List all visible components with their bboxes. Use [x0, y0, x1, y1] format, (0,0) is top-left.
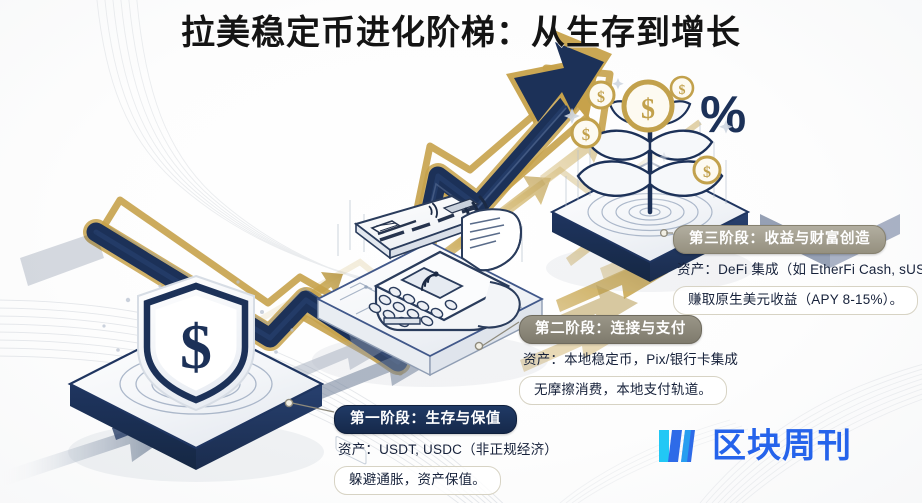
svg-text:$: $	[180, 311, 212, 382]
page-title: 拉美稳定币进化阶梯：从生存到增长	[181, 14, 741, 52]
stage-2-pill[interactable]: 第二阶段：连接与支付	[519, 315, 702, 344]
dollar-coin-icon-small-2: $	[669, 75, 695, 101]
svg-text:$: $	[703, 164, 711, 181]
three-bars-logo-icon	[659, 430, 695, 462]
stage-2-label-block: 第二阶段：连接与支付 资产：本地稳定币，Pix/银行卡集成 无摩擦消费，本地支付…	[519, 315, 738, 405]
shield-dollar-icon: $	[137, 274, 255, 412]
stage-1-label-block: 第一阶段：生存与保值 资产：USDT, USDC（非正规经济） 躲避通胀，资产保…	[334, 405, 558, 495]
stage-3-outcome-line: 赚取原生美元收益（APY 8-15%）。	[673, 286, 919, 315]
svg-text:$: $	[597, 89, 605, 106]
stage-3-platform: $ $ $ $ $ %	[546, 75, 754, 292]
percent-symbol: %	[700, 86, 746, 144]
stage-1-outcome-line: 躲避通胀，资产保值。	[334, 466, 501, 495]
dollar-coin-icon: $	[621, 79, 675, 133]
svg-text:$: $	[641, 94, 655, 125]
stage-1-asset-line: 资产：USDT, USDC（非正规经济）	[338, 442, 559, 457]
receipt-icon	[461, 208, 522, 272]
stage-3-pill[interactable]: 第三阶段：收益与财富创造	[673, 225, 887, 254]
stage-2-platform	[312, 194, 548, 465]
stage-3-asset-line: 资产：DeFi 集成（如 EtherFi Cash, sUSDe）	[677, 262, 922, 277]
pos-terminal-icon	[368, 250, 521, 332]
stage-2-asset-line: 资产：本地稳定币，Pix/银行卡集成	[523, 352, 739, 367]
svg-text:$: $	[582, 125, 591, 144]
stage-1-pill[interactable]: 第一阶段：生存与保值	[334, 405, 517, 434]
dollar-coin-icon-small-1: $	[586, 80, 616, 110]
dollar-coin-icon-small-4: $	[692, 155, 722, 185]
stage-1-platform: $	[67, 274, 335, 482]
brand-logo-text: 区块周刊	[712, 427, 852, 465]
stage-2-outcome-line: 无摩擦消费，本地支付轨道。	[519, 376, 728, 405]
stage-3-label-block: 第三阶段：收益与财富创造 资产：DeFi 集成（如 EtherFi Cash, …	[673, 225, 922, 315]
svg-text:$: $	[679, 83, 686, 98]
brand-logo[interactable]: 区块周刊	[655, 424, 852, 468]
dollar-coin-icon-small-3: $	[570, 117, 602, 149]
